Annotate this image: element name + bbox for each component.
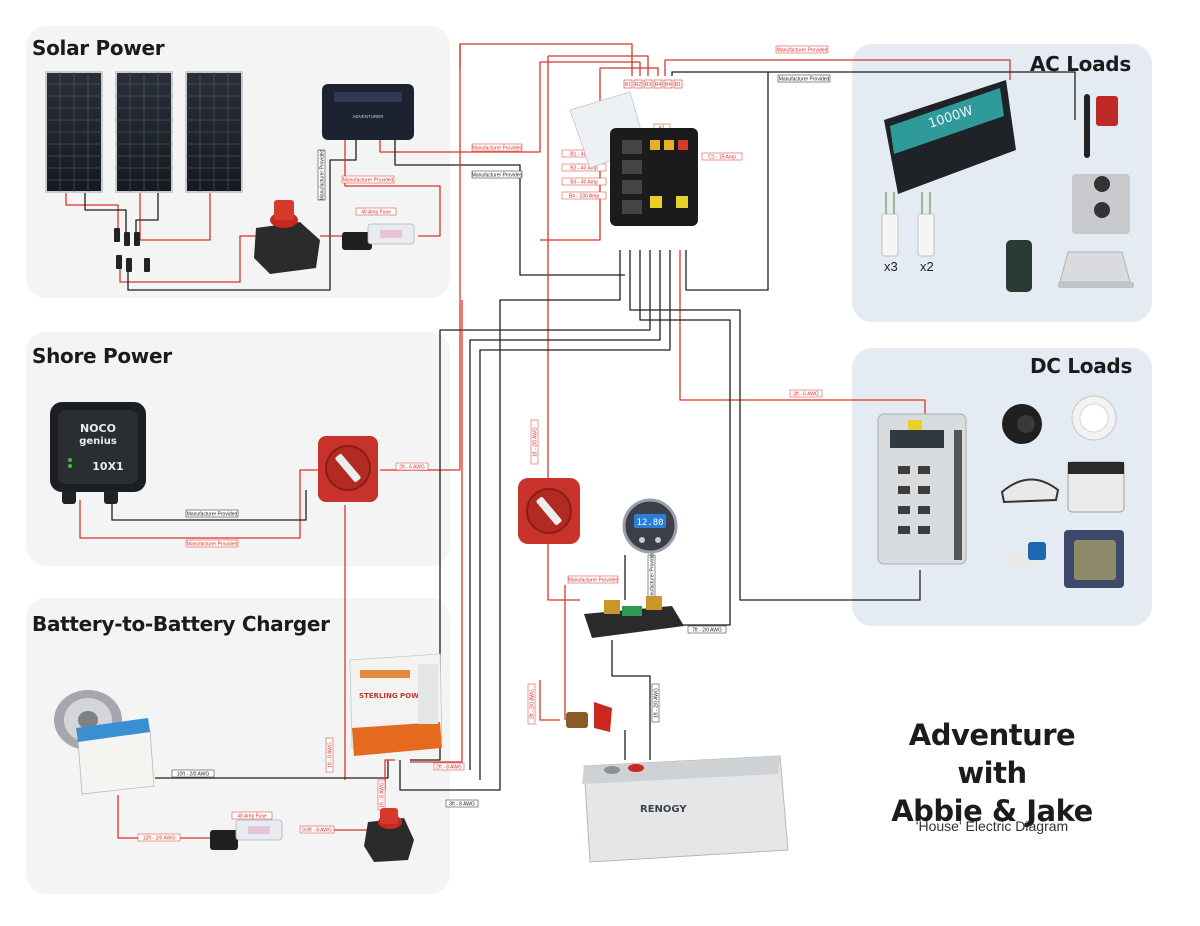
solar-battery-switch: [254, 200, 320, 274]
label-wire-battery-pos: 2ft - 2/0 AWG: [530, 689, 536, 719]
dc-loads-title: DC Loads: [1030, 354, 1133, 378]
label-wire-shore: 2ft - 6 AWG: [399, 465, 425, 471]
label-wire-alternator-pos: 12ft - 2/0 AWG: [143, 836, 176, 842]
shore-charger-brand-2: genius: [79, 436, 117, 447]
shore-charger-model: 10X1: [92, 460, 123, 473]
battery-brand: RENOGY: [640, 804, 687, 815]
roof-fan: [1000, 478, 1060, 504]
battery-terminal-fuse: [566, 702, 612, 732]
label-wire-battery-neg: 1ft - 2/0 AWG: [654, 688, 660, 718]
b2b-brand: STERLING POWER: [359, 692, 430, 700]
label-wire-shunt: 7ft - 2/0 AWG: [692, 628, 722, 634]
solar-power-title: Solar Power: [32, 36, 165, 60]
water-pump: [1006, 542, 1046, 566]
puck-light: [1071, 395, 1117, 441]
solar-panel-2: [115, 71, 173, 193]
label-b1-40: B1 - 40 Amp: [570, 152, 598, 158]
label-mfg-controller-pos: Manufacturer Provided: [472, 146, 523, 152]
solar-panel-3: [185, 71, 243, 193]
tag-b4: B4: [665, 82, 671, 88]
label-mfg-shunt: Manufacturer Provided: [568, 578, 619, 584]
diagram-title-line1: Adventure with: [908, 718, 1076, 790]
label-wire-dc-loads: 3ft - 6 AWG: [793, 392, 819, 398]
label-wire-b2b-fuse: 0.5ft - 8 AWG: [302, 828, 332, 834]
b2b-charger: STERLING POWER: [349, 653, 443, 756]
fridge: [1067, 461, 1125, 513]
label-fuse-b2b: 40 Amp Fuse: [237, 814, 267, 820]
solar-fuse-holder: [342, 223, 415, 250]
label-mfg-solar: Manufacturer Provided: [343, 178, 394, 184]
tag-r2: R2: [635, 82, 642, 88]
laptop: [1058, 251, 1134, 288]
monitor-reading: 12.80: [636, 518, 663, 528]
diagram-title-line2: Abbie & Jake: [891, 794, 1093, 828]
tag-r3: R3: [645, 82, 652, 88]
label-b3-40: B3 - 40 Amp: [570, 180, 598, 186]
label-mfg-inverter-neg: Manufacturer Provided: [779, 77, 830, 83]
label-wire-disconnect: 1ft - 2/0 AWG: [533, 427, 539, 457]
window-heater: [1064, 530, 1124, 588]
diagram-subtitle: 'House' Electric Diagram: [915, 818, 1069, 834]
label-wire-b2b-in: 1ft - 8 AWG: [328, 742, 334, 768]
shore-charger: NOCO genius 10X1: [50, 402, 146, 504]
label-wire-b2b-switch: 1ft - 8 AWG: [380, 782, 386, 808]
label-wire-b2b-out: 2ft - 8 AWG: [436, 765, 462, 771]
b2b-fuse-holder: [210, 819, 283, 850]
label-mfg-shore-neg: Manufacturer Provided: [187, 512, 238, 518]
b2b-battery-switch: [364, 808, 414, 862]
controller-brand: ADVENTURER: [352, 114, 384, 119]
gas-stove: [1072, 174, 1130, 234]
battery-monitor: 12.80: [622, 498, 678, 554]
shore-power-title: Shore Power: [32, 344, 172, 368]
label-mfg-monitor: Manufacturer Provided: [650, 551, 656, 602]
solar-panel-1: [45, 71, 103, 193]
house-battery: RENOGY: [582, 755, 789, 863]
cell-booster: [1084, 94, 1118, 158]
inverter: 1000W: [884, 80, 1016, 194]
mc4-connectors: [114, 228, 150, 272]
dc-fuse-box: [877, 413, 967, 565]
label-mfg-inverter-pos: Manufacturer Provided: [777, 48, 828, 54]
smartphone: [1006, 240, 1032, 292]
label-mfg-controller-neg: Manufacturer Provided: [472, 173, 523, 179]
shore-charger-brand-1: NOCO: [80, 422, 116, 435]
ac-outlets: [881, 192, 935, 257]
shore-battery-selector: [318, 436, 378, 502]
main-battery-disconnect: [518, 478, 580, 544]
outlet-count-right: x2: [920, 259, 934, 274]
b2b-charger-title: Battery-to-Battery Charger: [32, 612, 330, 636]
label-mfg-shore-pos: Manufacturer Provided: [187, 542, 238, 548]
shunt: [584, 596, 684, 638]
fuse-block: [569, 91, 698, 226]
outlet-count-left: x3: [884, 259, 898, 274]
diagram-title: Adventure with Abbie & Jake: [872, 716, 1112, 830]
label-mfg-vertical-solar: Manufacturer Provided: [320, 149, 326, 200]
label-c1-15: C1 - 15 Amp: [708, 155, 736, 161]
label-wire-alternator-neg: 10ft - 2/0 AWG: [177, 772, 210, 778]
tag-b1: B1: [675, 82, 681, 88]
label-wire-b2b-neg: 3ft - 8 AWG: [449, 802, 475, 808]
tag-r4: R4: [655, 82, 662, 88]
label-b2-40: B2 - 40 Amp: [570, 166, 598, 172]
tag-r1: R1: [625, 82, 632, 88]
label-fuse-solar: 40 Amp Fuse: [361, 210, 391, 216]
solar-charge-controller: ADVENTURER: [322, 84, 414, 140]
starter-battery: [76, 718, 155, 795]
usb-socket: [1002, 404, 1042, 444]
label-b4-100: B4 - 100 Amp: [569, 194, 600, 200]
